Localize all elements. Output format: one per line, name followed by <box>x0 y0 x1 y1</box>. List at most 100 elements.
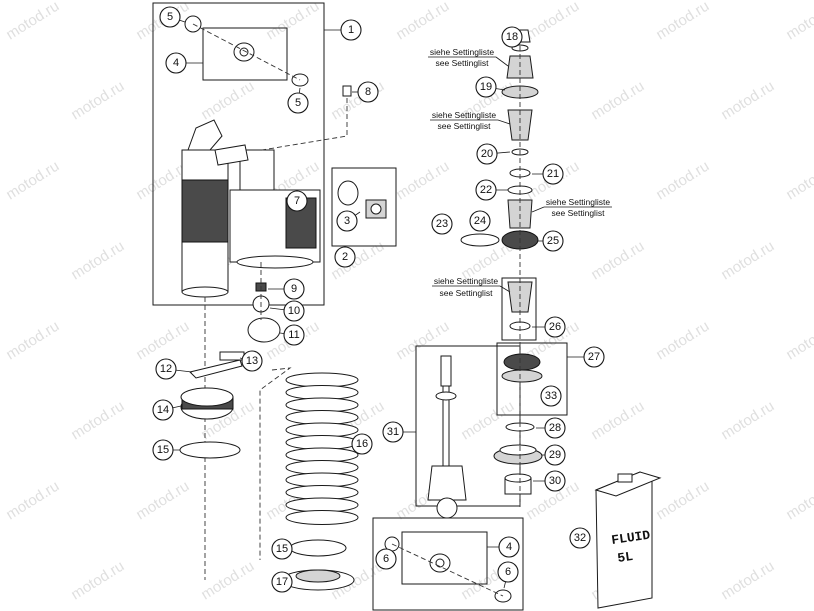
callout-circle <box>152 399 174 421</box>
callout-circle <box>498 536 520 558</box>
watermark-text: motod.ru <box>653 318 712 364</box>
callout-number: 1 <box>348 24 354 36</box>
callout-circle <box>497 561 519 583</box>
rod-top <box>440 355 452 387</box>
callout-c10: 10 <box>269 300 305 322</box>
callout-number: 24 <box>474 215 486 227</box>
callout-number: 5 <box>295 97 301 109</box>
spring-group <box>179 351 359 591</box>
callout-circle <box>583 346 605 368</box>
callout-number: 17 <box>276 576 288 588</box>
watermark-text: motod.ru <box>783 0 814 43</box>
callout-number: 13 <box>246 355 258 367</box>
watermark-text: motod.ru <box>133 478 192 524</box>
watermark-text: motod.ru <box>133 318 192 364</box>
callout-c11: 11 <box>279 324 305 346</box>
callout-c12: 12 <box>155 358 193 380</box>
watermark-text: motod.ru <box>68 558 127 604</box>
callout-c4b: 4 <box>487 536 520 558</box>
callout-circle <box>544 444 566 466</box>
callout-number: 4 <box>173 57 179 69</box>
callout-c15a: 15 <box>152 439 180 461</box>
frame-27 <box>496 342 568 416</box>
shim-stack-group <box>460 29 568 510</box>
callout-number: 27 <box>588 351 600 363</box>
callout-circle <box>569 527 591 549</box>
watermark-text: motod.ru <box>783 478 814 524</box>
spring-coils-16 <box>285 372 359 525</box>
callout-c30: 30 <box>533 470 566 492</box>
watermark-text: motod.ru <box>783 318 814 364</box>
seal-washer-hole <box>239 47 249 57</box>
callout-number: 3 <box>344 215 350 227</box>
callout-c6b: 6 <box>497 561 519 589</box>
watermark-text: motod.ru <box>3 0 62 43</box>
valve-frame-2 <box>331 167 397 247</box>
callout-c31: 31 <box>382 421 416 443</box>
spring-coil <box>285 485 359 500</box>
watermark-text: motod.ru <box>263 0 322 43</box>
callout-c1: 1 <box>324 19 362 41</box>
shim-24 <box>460 233 500 247</box>
seal-kit-frame-4 <box>202 27 288 81</box>
callout-circle <box>431 213 453 235</box>
svg-text:see Settinglist: see Settinglist <box>552 208 606 218</box>
lower-parts-9-10-11 <box>247 262 281 343</box>
callout-c25: 25 <box>538 230 564 252</box>
piston-rod-group <box>372 345 524 611</box>
callout-circle <box>155 358 177 380</box>
callout-circle <box>165 52 187 74</box>
spring-coil <box>285 460 359 475</box>
shock-body-group <box>152 2 397 580</box>
callout-circle <box>159 6 181 28</box>
callout-number: 2 <box>342 251 348 263</box>
callout-circle <box>271 571 293 593</box>
watermark-text: motod.ru <box>783 158 814 204</box>
callout-circle <box>287 92 309 114</box>
svg-text:siehe Settingliste: siehe Settingliste <box>434 276 499 286</box>
watermark-text: motod.ru <box>3 158 62 204</box>
callout-c5a: 5 <box>159 6 186 28</box>
svg-text:see Settinglist: see Settinglist <box>440 288 494 298</box>
callout-number: 32 <box>574 532 586 544</box>
callout-number: 9 <box>291 283 297 295</box>
callout-number: 6 <box>505 566 511 578</box>
callout-number: 22 <box>480 184 492 196</box>
callout-number: 25 <box>547 235 559 247</box>
ring-part-15-lower <box>289 539 347 557</box>
callout-circle <box>540 385 562 407</box>
watermark-text: motod.ru <box>393 0 452 43</box>
watermark-text: motod.ru <box>458 398 517 444</box>
watermark-text: motod.ru <box>68 78 127 124</box>
preload-nut-14 <box>180 387 234 420</box>
callout-circle <box>375 548 397 570</box>
spring-coil <box>285 372 359 388</box>
bump-stop-30 <box>504 473 532 495</box>
callout-c3: 3 <box>336 210 361 232</box>
setting-note-1: siehe Settingliste see Settinglist <box>428 47 509 68</box>
watermark-text: motod.ru <box>3 318 62 364</box>
callout-circle <box>283 324 305 346</box>
callout-number: 12 <box>160 363 172 375</box>
bolt-part-8 <box>261 85 352 151</box>
spring-coil <box>285 472 359 488</box>
frame-4-lower <box>401 531 488 585</box>
callout-number: 8 <box>365 86 371 98</box>
reservoir-cylinder <box>181 119 229 298</box>
callout-circle <box>271 538 293 560</box>
callout-c29: 29 <box>542 444 566 466</box>
watermark-text: motod.ru <box>718 398 777 444</box>
callout-number: 20 <box>481 148 493 160</box>
callout-c6a: 6 <box>375 548 397 570</box>
callout-number: 21 <box>547 168 559 180</box>
watermark-text: motod.ru <box>588 78 647 124</box>
callout-circle <box>283 278 305 300</box>
callout-number: 19 <box>480 81 492 93</box>
callout-c5b: 5 <box>287 87 309 114</box>
callout-circle <box>286 190 308 212</box>
callout-c9: 9 <box>268 278 305 300</box>
watermark-text: motod.ru <box>653 0 712 43</box>
callout-circle <box>544 316 566 338</box>
